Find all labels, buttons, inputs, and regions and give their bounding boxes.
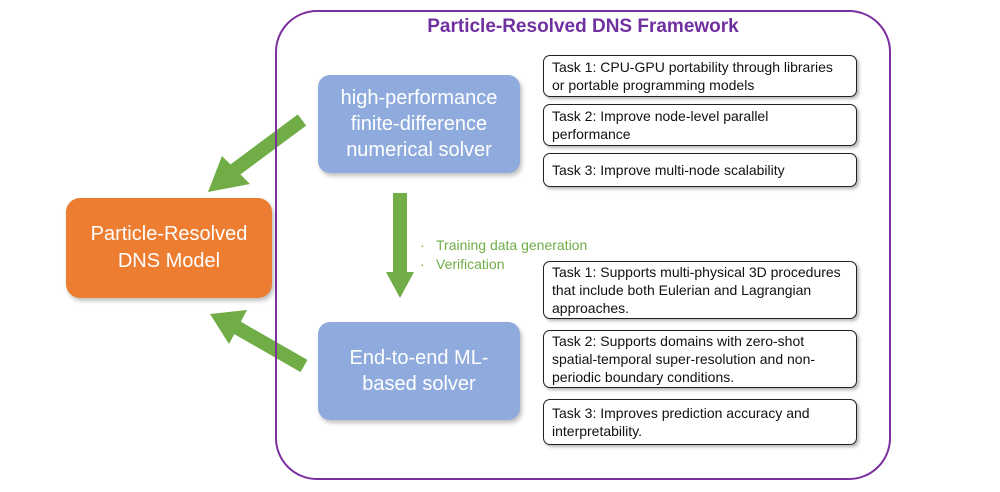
model-line-1: Particle-Resolved (90, 223, 248, 245)
note-training-data: Training data generation (436, 237, 588, 253)
model-line-2: DNS Model (117, 250, 221, 272)
task-bottom-3: Task 3: Improves prediction accuracy and… (543, 399, 857, 445)
arrow-top-to-bottom-solver (386, 193, 414, 298)
note-verification: Verification (436, 256, 505, 272)
note-item: · Training data generation (420, 236, 587, 255)
data-flow-notes: · Training data generation · Verificatio… (420, 236, 587, 274)
arrow-bottom-solver-to-model (210, 310, 308, 373)
dns-model-box: Particle-Resolved DNS Model (66, 198, 272, 298)
finite-difference-solver-box: high-performance finite-difference numer… (318, 75, 520, 173)
solver-top-line-2: finite-difference (350, 113, 488, 135)
task-bottom-1: Task 1: Supports multi-physical 3D proce… (543, 261, 857, 319)
task-top-1: Task 1: CPU-GPU portability through libr… (543, 55, 857, 97)
solver-top-line-1: high-performance (340, 87, 498, 109)
solver-bottom-line-2: based solver (362, 373, 476, 395)
task-bottom-2: Task 2: Supports domains with zero-shot … (543, 330, 857, 388)
note-bullet: · (420, 256, 425, 272)
task-top-2: Task 2: Improve node-level parallel perf… (543, 104, 857, 146)
solver-bottom-line-1: End-to-end ML- (349, 347, 489, 369)
note-bullet: · (420, 237, 425, 253)
note-item: · Verification (420, 255, 587, 274)
framework-title: Particle-Resolved DNS Framework (427, 16, 739, 37)
task-top-3: Task 3: Improve multi-node scalability (543, 153, 857, 187)
ml-solver-box: End-to-end ML- based solver (318, 322, 520, 420)
solver-top-line-3: numerical solver (346, 139, 492, 161)
framework-container (275, 10, 891, 480)
arrow-top-solver-to-model (208, 114, 307, 192)
